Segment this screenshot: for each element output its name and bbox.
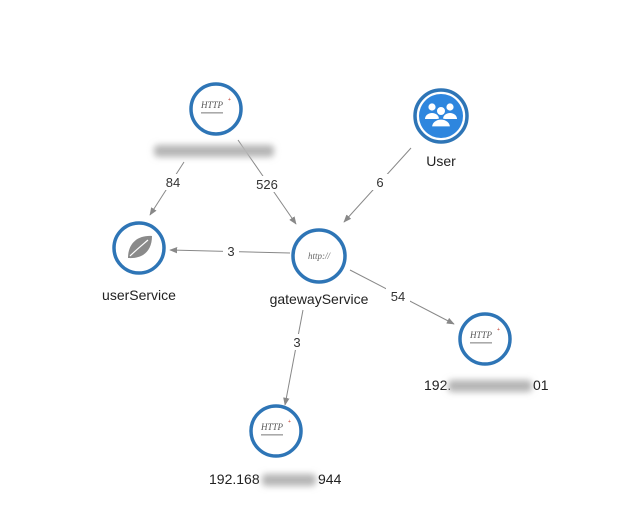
edge-gateway-to-http-bottom[interactable]: 3: [283, 309, 305, 406]
node-http-right-label-prefix: 192.: [424, 377, 451, 393]
edge-gateway-to-userservice[interactable]: 3: [169, 243, 291, 259]
node-user[interactable]: User: [413, 88, 469, 169]
node-http-bottom-label-suffix: 944: [318, 471, 342, 487]
svg-text:+: +: [288, 419, 291, 425]
edge-gateway-to-http-right[interactable]: 54: [349, 269, 455, 325]
node-user-label: User: [426, 153, 456, 169]
edge-label-6: 6: [376, 175, 383, 190]
svg-text:+: +: [497, 327, 500, 333]
spring-leaf-icon: [128, 235, 152, 259]
svg-text:HTTP: HTTP: [260, 422, 284, 432]
edge-label-54: 54: [391, 289, 405, 304]
svg-text:HTTP: HTTP: [469, 330, 493, 340]
edge-label-526: 526: [256, 177, 278, 192]
node-http-bottom-label-redacted: [262, 474, 316, 486]
node-gatewayservice[interactable]: http:// gatewayService: [270, 228, 369, 307]
node-http-top[interactable]: HTTP +: [154, 82, 274, 157]
node-http-bottom-label-prefix: 192.168: [209, 471, 260, 487]
edges: 84 526 6 3 54 3: [149, 139, 455, 406]
edge-label-3-left: 3: [227, 244, 234, 259]
http-icon: HTTP +: [200, 97, 231, 114]
node-gatewayservice-label: gatewayService: [270, 291, 369, 307]
node-http-right[interactable]: HTTP + 192. 01: [424, 312, 549, 393]
node-http-right-label-suffix: 01: [533, 377, 549, 393]
edge-http-top-to-userservice[interactable]: 84: [149, 161, 185, 216]
node-http-right-label-redacted: [448, 380, 532, 392]
edge-user-to-gateway[interactable]: 6: [343, 147, 412, 223]
node-userservice[interactable]: userService: [102, 221, 176, 303]
http-icon: HTTP +: [260, 419, 291, 436]
node-http-bottom[interactable]: HTTP + 192.168 944: [209, 404, 342, 487]
svg-text:+: +: [228, 97, 231, 103]
edge-label-84: 84: [166, 175, 180, 190]
http-icon: HTTP +: [469, 327, 500, 344]
svg-text:HTTP: HTTP: [200, 100, 224, 110]
svg-text:http://: http://: [308, 251, 331, 261]
node-http-top-label-redacted: [154, 145, 274, 157]
users-icon: [425, 103, 457, 128]
edge-label-3-down: 3: [293, 335, 300, 350]
node-userservice-label: userService: [102, 287, 176, 303]
http-link-icon: http://: [308, 251, 331, 261]
